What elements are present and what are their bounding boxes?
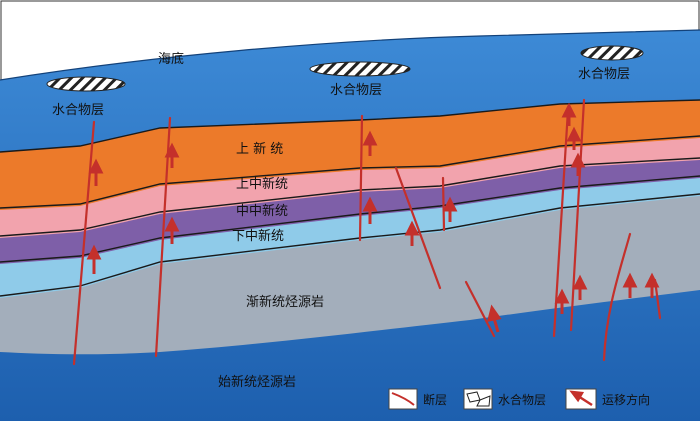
migration-arrow xyxy=(566,126,582,150)
hydrate-label-middle: 水合物层 xyxy=(330,83,382,98)
upper-miocene-label: 上中新统 xyxy=(236,176,288,192)
oligocene-layer xyxy=(0,194,700,355)
hydrate-lens-middle xyxy=(309,61,411,77)
migration-arrow xyxy=(362,196,378,224)
fault-line xyxy=(441,176,446,232)
migration-arrow xyxy=(88,158,104,186)
fault-line xyxy=(154,116,172,358)
eocene-source-label: 始新统烃源岩 xyxy=(218,374,296,390)
fault-line xyxy=(358,114,364,242)
migration-arrows xyxy=(86,102,660,333)
seafloor-label: 海底 xyxy=(158,51,184,67)
fault-line xyxy=(569,98,586,332)
legend-fault-swatch xyxy=(388,388,418,410)
fault-line xyxy=(72,120,96,366)
legend: 断层 水合物层 运移方向 xyxy=(388,388,650,410)
migration-arrow xyxy=(442,196,458,222)
upper-neogene-label: 上 新 统 xyxy=(236,141,283,157)
fault-line xyxy=(394,166,442,290)
hydrate-label-right: 水合物层 xyxy=(578,67,630,82)
migration-arrow xyxy=(164,142,180,168)
lower-miocene-label: 下中新统 xyxy=(232,228,284,244)
lower-miocene-layer xyxy=(0,176,700,298)
hydrate-lens-left xyxy=(46,76,126,92)
hydrate-label-left: 水合物层 xyxy=(52,103,104,118)
migration-arrow xyxy=(362,130,378,156)
seafloor-line xyxy=(0,29,700,81)
faults xyxy=(72,98,662,366)
upper-miocene-layer xyxy=(0,136,700,238)
legend-hydrate-label: 水合物层 xyxy=(498,392,546,407)
middle-miocene-layer xyxy=(0,158,700,264)
migration-arrow xyxy=(164,216,180,244)
oligocene-source-label: 渐新统烃源岩 xyxy=(246,294,324,310)
migration-arrow xyxy=(486,304,502,333)
migration-arrow xyxy=(561,102,577,126)
migration-arrow xyxy=(622,272,638,298)
fault-line xyxy=(602,232,632,362)
migration-arrow xyxy=(644,272,660,298)
fault-line xyxy=(464,280,496,338)
legend-migration-label: 运移方向 xyxy=(602,392,650,407)
migration-arrow xyxy=(86,244,102,274)
legend-hydrate-swatch xyxy=(463,388,493,410)
migration-arrow xyxy=(572,274,588,300)
hydrate-legend-icon xyxy=(466,391,491,407)
migration-arrow xyxy=(404,220,420,246)
migration-arrow-legend-icon xyxy=(569,390,593,407)
legend-fault-label: 断层 xyxy=(423,392,447,407)
migration-arrow xyxy=(570,152,586,176)
fault-legend-icon xyxy=(391,392,415,406)
middle-miocene-label: 中中新统 xyxy=(236,203,288,219)
fault-line xyxy=(552,108,570,338)
hydrate-lens-right xyxy=(580,45,644,61)
migration-arrow xyxy=(554,288,570,314)
